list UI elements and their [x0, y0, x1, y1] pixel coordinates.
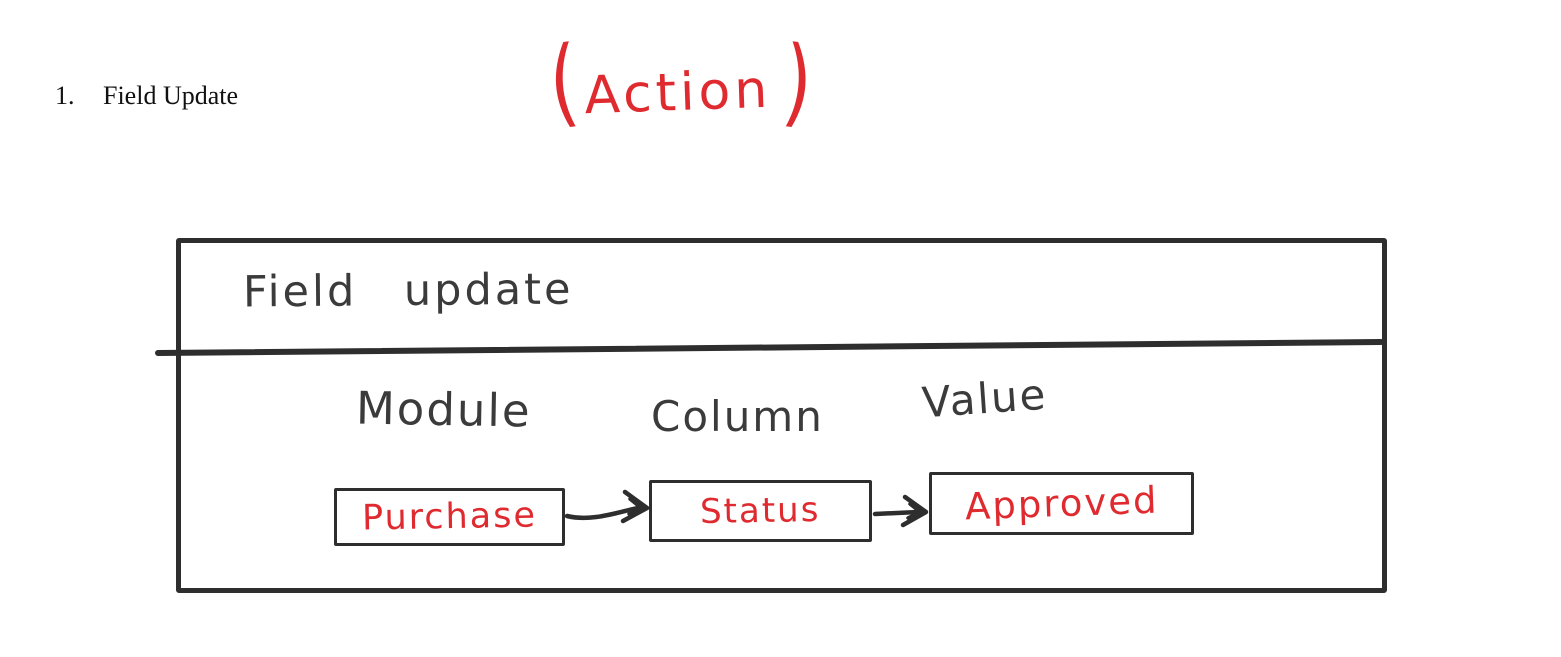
- column-label-value: Value: [920, 369, 1049, 428]
- node-purchase-label: Purchase: [361, 495, 538, 539]
- node-status: Status: [649, 480, 872, 542]
- action-annotation: ( Action ): [545, 24, 817, 140]
- node-approved: Approved: [929, 472, 1194, 535]
- page-title: Field Update: [103, 81, 239, 110]
- action-annotation-text: Action: [583, 59, 773, 127]
- column-label-module: Module: [355, 381, 533, 438]
- list-heading: 1. Field Update: [55, 83, 238, 109]
- node-purchase: Purchase: [334, 488, 565, 546]
- container-title: Field update: [242, 264, 574, 318]
- open-paren: (: [545, 24, 583, 140]
- column-label-column: Column: [651, 392, 824, 441]
- list-number: 1.: [55, 81, 75, 110]
- field-update-container-box: [176, 238, 1387, 593]
- close-paren: ): [779, 24, 817, 140]
- node-approved-label: Approved: [964, 478, 1159, 529]
- node-status-label: Status: [699, 489, 822, 533]
